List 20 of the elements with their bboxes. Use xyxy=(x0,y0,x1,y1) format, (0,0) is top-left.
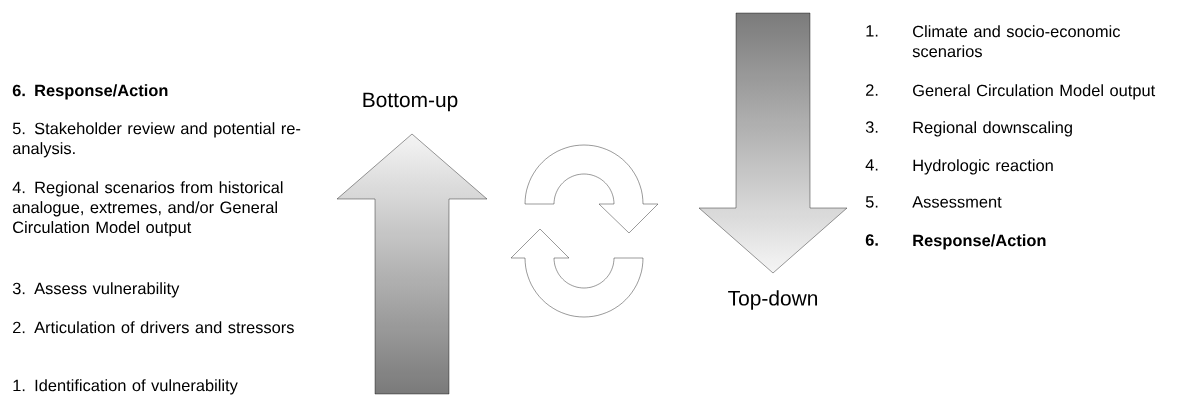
list-item: 1. Identification of vulnerability xyxy=(13,379,238,395)
list-number: 2. xyxy=(866,84,878,96)
list-item: 6. Response/Action xyxy=(12,84,168,100)
list-item: 3. Assess vulnerability xyxy=(12,282,180,298)
list-number: 1. xyxy=(866,25,878,37)
list-number: 6. xyxy=(865,234,878,246)
list-item: Assessment xyxy=(912,196,1002,208)
list-number: 3. xyxy=(865,121,878,133)
list-item: Response/Action xyxy=(913,234,1046,250)
list-item: Hydrologic reaction xyxy=(913,159,1053,175)
list-item: 5. Stakeholder review and potential re-analysis. xyxy=(12,122,301,158)
list-number: 4. xyxy=(865,159,878,171)
list-item: Climate and socio-economic scenarios xyxy=(912,25,1121,58)
arrow-label: Top-down xyxy=(728,290,817,310)
list-item: 4. Regional scenarios from historical analogue, extremes, and/or General Circulation Model output xyxy=(12,181,283,237)
list-number: 5. xyxy=(865,196,878,208)
list-item: 2. Articulation of drivers and stressors xyxy=(13,321,294,334)
list-item: Regional downscaling xyxy=(913,121,1072,137)
arrow-label: Bottom-up xyxy=(363,92,458,112)
list-item: General Circulation Model output xyxy=(913,84,1156,100)
